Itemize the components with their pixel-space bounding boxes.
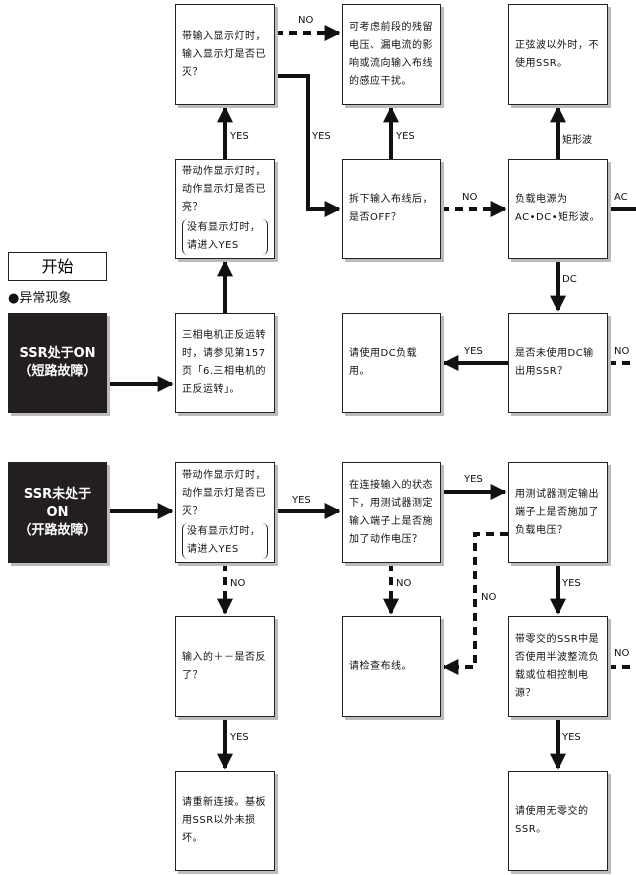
- box-load-supply: 负载电源为AC•DC•矩形波。: [508, 159, 608, 259]
- label-yes: YES: [464, 474, 483, 485]
- box-note: 没有显示灯时，请进入YES: [182, 522, 268, 559]
- box-text: 输入的＋－是否反了？: [182, 651, 266, 681]
- box-zero-cross: 带零交的SSR中是否使用半波整流负载或位相控制电源？: [508, 616, 608, 717]
- box-input-lamp-off: 带输入显示灯时，输入显示灯是否已灭？: [175, 4, 275, 105]
- box-input-voltage: 在连接输入的状态下，用测试器测定输入端子上是否施加了动作电压？: [342, 462, 441, 563]
- open-fault-box: SSR未处于 ON （开路故障）: [8, 462, 107, 563]
- label-yes: YES: [562, 732, 581, 743]
- section-label: ●异常现象: [8, 291, 72, 306]
- label-yes: YES: [292, 495, 311, 506]
- box-text: 请重新连接。基板用SSR以外未损坏。: [182, 797, 266, 844]
- label-ac: AC: [614, 192, 628, 203]
- box-text: 请使用无零交的SSR。: [515, 806, 589, 835]
- label-no: NO: [614, 648, 630, 659]
- open-fault-subtitle: （开路故障）: [18, 522, 97, 538]
- label-yes: YES: [312, 131, 331, 142]
- label-rect-wave: 矩形波: [562, 135, 592, 146]
- label-no: NO: [298, 15, 314, 26]
- label-no: NO: [462, 192, 478, 203]
- open-fault-title-2: ON: [46, 504, 69, 520]
- box-action-lamp-off: 带动作显示灯时，动作显示灯是否已灭？ 没有显示灯时，请进入YES: [175, 462, 275, 563]
- label-no: NO: [396, 578, 412, 589]
- open-fault-title: SSR未处于: [23, 486, 92, 502]
- box-text: 可考虑前段的残留电压、漏电流的影响或流向输入布线的感应干扰。: [349, 21, 433, 87]
- short-fault-subtitle: （短路故障）: [18, 364, 97, 379]
- label-yes: YES: [230, 131, 249, 142]
- box-text: 带动作显示灯时，动作显示灯是否已灭？: [182, 469, 266, 517]
- box-text: 用测试器测定输出端子上是否施加了负载电压？: [515, 488, 599, 536]
- box-note: 没有显示灯时，请进入YES: [182, 219, 268, 255]
- label-yes: YES: [396, 131, 415, 142]
- box-use-non-zero: 请使用无零交的SSR。: [508, 771, 608, 871]
- box-output-voltage: 用测试器测定输出端子上是否施加了负载电压？: [508, 462, 608, 563]
- label-no: NO: [481, 592, 497, 603]
- box-text: 是否未使用DC输出用SSR？: [515, 348, 594, 377]
- box-remove-wiring: 拆下输入布线后，是否OFF？: [342, 159, 441, 259]
- arrow-output-no: [442, 532, 508, 675]
- short-fault-box: SSR处于ON （短路故障）: [8, 313, 107, 413]
- label-dc: DC: [562, 274, 577, 285]
- box-text: 负载电源为AC•DC•矩形波。: [515, 194, 601, 223]
- box-reconnect: 请重新连接。基板用SSR以外未损坏。: [175, 771, 275, 871]
- arrow-input-lamp-yes: [275, 74, 341, 217]
- box-use-dc-load: 请使用DC负载用。: [342, 313, 441, 413]
- label-yes: YES: [562, 578, 581, 589]
- box-non-sine: 正弦波以外时，不使用SSR。: [508, 4, 608, 105]
- box-text: 带动作显示灯时，动作显示灯是否已亮？: [182, 166, 266, 213]
- label-no: NO: [614, 346, 630, 357]
- box-text: 带零交的SSR中是否使用半波整流负载或位相控制电源？: [515, 633, 600, 699]
- box-dc-output: 是否未使用DC输出用SSR？: [508, 313, 608, 413]
- box-polarity: 输入的＋－是否反了？: [175, 616, 275, 717]
- box-action-lamp-on: 带动作显示灯时，动作显示灯是否已亮？ 没有显示灯时，请进入YES: [175, 159, 275, 259]
- box-three-phase: 三相电机正反运转时，请参见第157页「6.三相电机的正反运转」。: [175, 313, 275, 413]
- label-yes: YES: [230, 732, 249, 743]
- box-text: 请检查布线。: [349, 660, 412, 672]
- start-label: 开始: [8, 252, 107, 281]
- short-fault-title: SSR处于ON: [19, 346, 96, 361]
- label-yes: YES: [464, 346, 483, 357]
- box-consider-residual: 可考虑前段的残留电压、漏电流的影响或流向输入布线的感应干扰。: [342, 4, 441, 105]
- box-text: 三相电机正反运转时，请参见第157页「6.三相电机的正反运转」。: [182, 330, 267, 395]
- box-text: 拆下输入布线后，是否OFF？: [349, 194, 433, 223]
- label-no: NO: [230, 578, 246, 589]
- box-text: 正弦波以外时，不使用SSR。: [515, 39, 599, 69]
- box-text: 请使用DC负载用。: [349, 348, 418, 377]
- box-text: 在连接输入的状态下，用测试器测定输入端子上是否施加了动作电压？: [349, 479, 433, 545]
- box-text: 带输入显示灯时，输入显示灯是否已灭？: [182, 30, 266, 78]
- box-check-wiring: 请检查布线。: [342, 616, 441, 717]
